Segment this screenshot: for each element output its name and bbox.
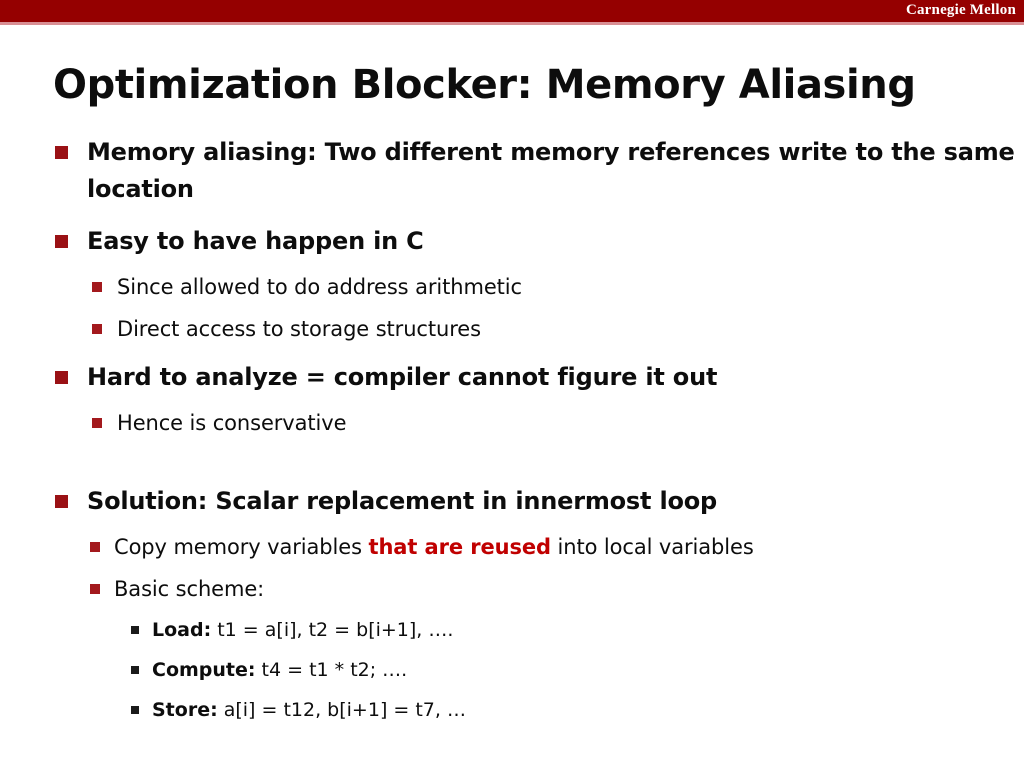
bullet-text: Hence is conservative xyxy=(117,411,347,435)
bullet-easy-to-happen-in-c: Easy to have happen in C xyxy=(0,223,1024,260)
bullet-memory-aliasing: Memory aliasing: Two different memory re… xyxy=(0,134,1024,208)
spacer xyxy=(0,399,1024,406)
emphasis-that-are-reused: that are reused xyxy=(368,535,552,559)
store-code: a[i] = t12, b[i+1] = t7, … xyxy=(217,699,466,721)
bullet-marker-level3 xyxy=(131,626,139,634)
bullet-hence-conservative: Hence is conservative xyxy=(0,406,1024,440)
spacer xyxy=(0,263,1024,270)
bullet-text: Copy memory variables that are reused in… xyxy=(114,530,1024,564)
spacer xyxy=(0,523,1024,530)
spacer xyxy=(0,305,1024,312)
section-spacer xyxy=(0,441,1024,483)
bullet-text: Basic scheme: xyxy=(114,577,265,601)
bullet-marker-level2 xyxy=(92,282,102,292)
bullet-text: Easy to have happen in C xyxy=(87,227,424,255)
header-divider xyxy=(0,22,1024,25)
copy-text-suffix: into local variables xyxy=(550,535,754,559)
bullet-marker-level1 xyxy=(55,235,68,248)
spacer xyxy=(0,687,1024,694)
bullet-text: Load: t1 = a[i], t2 = b[i+1], …. xyxy=(152,614,1024,646)
carnegie-mellon-branding: Carnegie Mellon xyxy=(905,2,1016,18)
bullet-marker-level2 xyxy=(90,584,100,594)
bullet-direct-access-storage: Direct access to storage structures xyxy=(0,312,1024,346)
bullet-hard-to-analyze: Hard to analyze = compiler cannot figure… xyxy=(0,359,1024,396)
page-title: Optimization Blocker: Memory Aliasing xyxy=(53,62,916,108)
bullet-text: Store: a[i] = t12, b[i+1] = t7, … xyxy=(152,694,1024,726)
bullet-marker-level3 xyxy=(131,666,139,674)
header-band xyxy=(0,0,1024,22)
load-code: t1 = a[i], t2 = b[i+1], …. xyxy=(211,619,454,641)
bullet-marker-level2 xyxy=(90,542,100,552)
bullet-load-step: Load: t1 = a[i], t2 = b[i+1], …. xyxy=(0,614,1024,646)
compute-label: Compute: xyxy=(152,659,256,681)
bullet-text: Memory aliasing: Two different memory re… xyxy=(87,138,1015,203)
copy-text-prefix: Copy memory variables xyxy=(114,535,369,559)
load-label: Load: xyxy=(152,619,212,641)
bullet-marker-level1 xyxy=(55,146,68,159)
spacer xyxy=(0,347,1024,359)
bullet-copy-memory-variables: Copy memory variables that are reused in… xyxy=(0,530,1024,564)
bullet-compute-step: Compute: t4 = t1 * t2; …. xyxy=(0,654,1024,686)
spacer xyxy=(0,565,1024,572)
compute-code: t4 = t1 * t2; …. xyxy=(255,659,408,681)
spacer xyxy=(0,647,1024,654)
bullet-text: Solution: Scalar replacement in innermos… xyxy=(87,487,718,515)
bullet-marker-level2 xyxy=(92,324,102,334)
bullet-text: Compute: t4 = t1 * t2; …. xyxy=(152,654,1024,686)
slide-body: Memory aliasing: Two different memory re… xyxy=(0,134,1024,727)
bullet-solution-scalar-replacement: Solution: Scalar replacement in innermos… xyxy=(0,483,1024,520)
bullet-address-arithmetic: Since allowed to do address arithmetic xyxy=(0,270,1024,304)
bullet-marker-level1 xyxy=(55,371,68,384)
bullet-marker-level1 xyxy=(55,495,68,508)
bullet-store-step: Store: a[i] = t12, b[i+1] = t7, … xyxy=(0,694,1024,726)
bullet-text: Since allowed to do address arithmetic xyxy=(117,275,522,299)
store-label: Store: xyxy=(152,699,218,721)
bullet-text: Hard to analyze = compiler cannot figure… xyxy=(87,363,718,391)
spacer xyxy=(0,211,1024,223)
bullet-text: Direct access to storage structures xyxy=(117,317,481,341)
spacer xyxy=(0,607,1024,614)
bullet-marker-level2 xyxy=(92,418,102,428)
bullet-marker-level3 xyxy=(131,706,139,714)
bullet-basic-scheme: Basic scheme: xyxy=(0,572,1024,606)
